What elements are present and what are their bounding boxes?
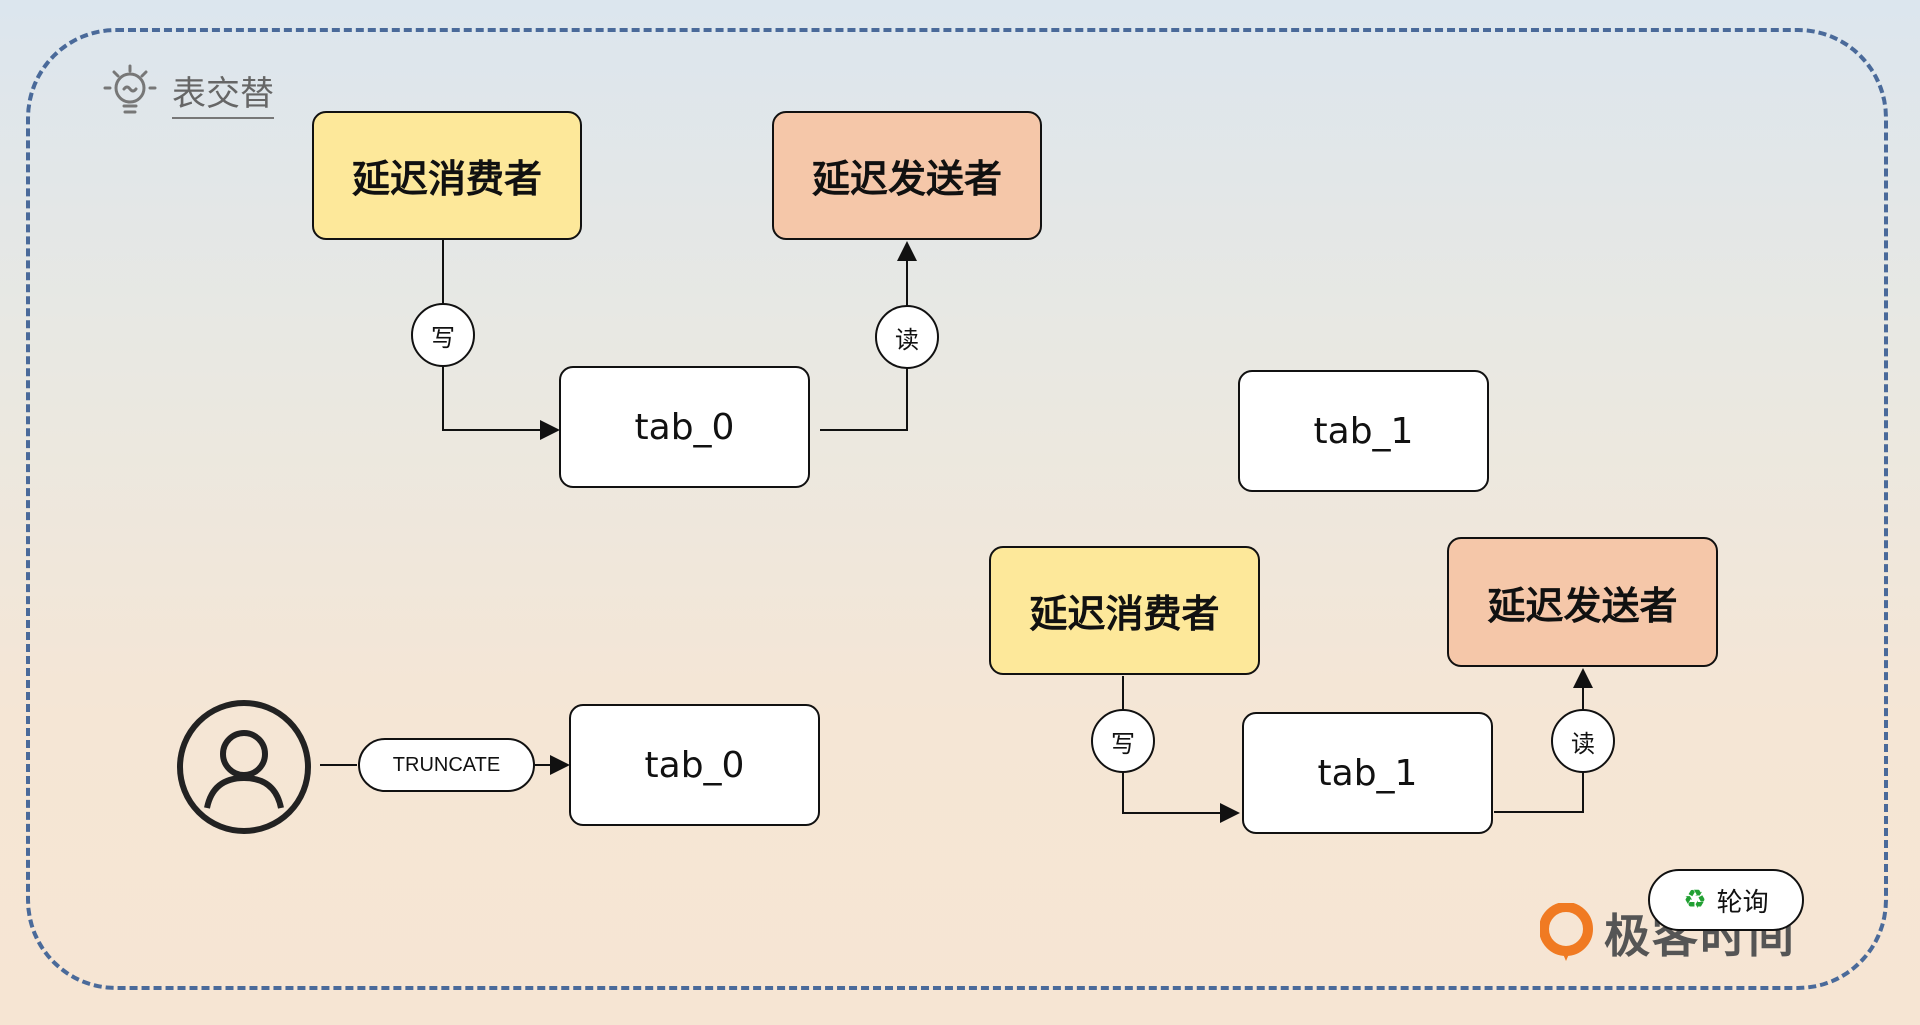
recycle-icon: ♻	[1683, 885, 1707, 915]
dashed-frame	[26, 28, 1888, 990]
delay-consumer-box: 延迟消费者	[989, 546, 1260, 675]
table-box: tab_0	[559, 366, 810, 488]
delay-sender-box: 延迟发送者	[1447, 537, 1718, 667]
geektime-logo-icon	[1540, 903, 1593, 961]
write-label: 写	[411, 303, 475, 367]
header: 表交替	[100, 62, 274, 122]
polling-label: 轮询	[1716, 887, 1769, 918]
lightbulb-icon	[103, 64, 157, 114]
delay-sender-box: 延迟发送者	[772, 111, 1042, 240]
user-icon	[177, 700, 311, 834]
read-label: 读	[1551, 709, 1615, 773]
truncate-action: TRUNCATE	[358, 738, 535, 792]
polling-badge: ♻ 轮询	[1648, 869, 1804, 931]
delay-consumer-box: 延迟消费者	[312, 111, 582, 240]
read-label: 读	[875, 305, 939, 369]
write-label: 写	[1091, 709, 1155, 773]
table-box: tab_0	[569, 704, 820, 826]
table-box: tab_1	[1242, 712, 1493, 834]
table-box: tab_1	[1238, 370, 1489, 492]
page-title: 表交替	[172, 66, 274, 119]
